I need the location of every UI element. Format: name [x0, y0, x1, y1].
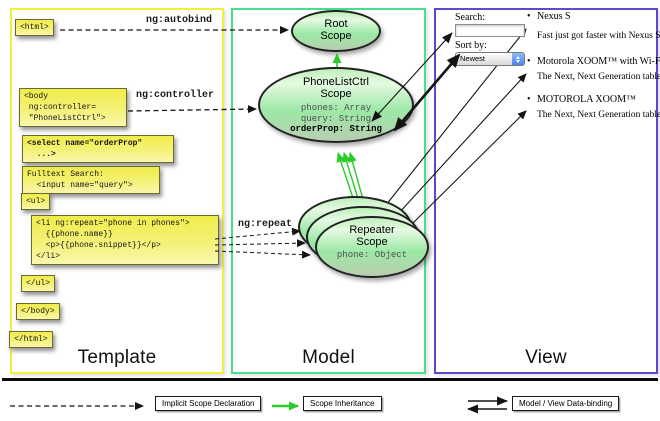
- code-box-html-open: <html>: [15, 19, 54, 36]
- stepper-down-icon: [516, 59, 520, 63]
- phonelistctrl-title-line1: PhoneListCtrl: [302, 76, 370, 88]
- repeater-title-line2: Scope: [356, 236, 388, 248]
- code-box-html-close: </html>: [9, 331, 53, 348]
- stepper-up-icon: [516, 55, 520, 59]
- code-line: "PhoneListCtrl">: [24, 114, 106, 123]
- bullet-icon: •: [527, 56, 531, 67]
- code-line: <body: [24, 92, 49, 101]
- sort-dropdown[interactable]: Newest: [455, 52, 525, 66]
- ng-controller-label: ng:controller: [136, 90, 215, 101]
- bullet-icon: •: [527, 94, 531, 105]
- code-line: <ul>: [26, 197, 46, 206]
- legend-implicit-scope-box: Implicit Scope Declaration: [155, 396, 262, 411]
- code-line: <select name="orderProp": [27, 139, 143, 148]
- legend-model-view-binding-box: Model / View Data-binding: [512, 396, 620, 411]
- phonelistctrl-prop-orderprop: orderProp: String: [290, 124, 382, 134]
- code-line: <html>: [20, 23, 49, 32]
- model-column: Model: [231, 8, 426, 374]
- template-column-label: Template: [77, 347, 157, 368]
- repeater-title-line1: Repeater: [349, 224, 395, 236]
- code-line: </li>: [36, 252, 61, 261]
- repeater-prop-phone: phone: Object: [336, 250, 408, 260]
- search-input[interactable]: [455, 24, 525, 37]
- code-box-ul-open: <ul>: [21, 193, 51, 210]
- code-box-body-open: <body ng:controller= "PhoneListCtrl">: [19, 88, 127, 127]
- code-box-body-close: </body>: [16, 303, 60, 320]
- code-line: </html>: [14, 335, 48, 344]
- phone-item-snippet: The Next, Next Generation tablet.: [537, 110, 660, 120]
- root-scope-ellipse: Root Scope: [291, 10, 381, 52]
- root-scope-title-line2: Scope: [320, 30, 352, 42]
- model-column-label: Model: [302, 347, 355, 368]
- phone-item-name: Motorola XOOM™ with Wi-Fi: [537, 56, 660, 67]
- code-box-li-repeat: <li ng:repeat="phone in phones"> {{phone…: [31, 215, 219, 265]
- code-line: {{phone.name}}: [36, 230, 113, 239]
- code-line: <input name="query">: [27, 181, 133, 190]
- phone-item-snippet: The Next, Next Generation tablet.: [537, 72, 660, 82]
- code-line: <p>{{phone.snippet}}</p>: [36, 241, 161, 250]
- code-line: <li ng:repeat="phone in phones">: [36, 219, 190, 228]
- root-scope-title-line1: Root: [324, 18, 348, 30]
- ng-autobind-label: ng:autobind: [146, 15, 213, 26]
- repeater-scope-ellipse-front: Repeater Scope phone: Object: [315, 216, 429, 278]
- sort-dropdown-stepper-icon: [512, 53, 524, 65]
- code-box-ul-close: </ul>: [21, 275, 56, 292]
- code-line: Fulltext Search:: [27, 170, 104, 179]
- phone-item-name: Nexus S: [537, 11, 571, 22]
- view-column-label: View: [525, 347, 567, 368]
- code-line: </body>: [21, 307, 55, 316]
- code-line: ...>: [27, 150, 56, 159]
- legend-scope-inheritance-box: Scope Inheritance: [303, 396, 382, 411]
- phonelistctrl-title-line2: Scope: [320, 88, 352, 100]
- phone-item-snippet: Fast just got faster with Nexus S.: [537, 31, 660, 41]
- legend-separator-line: [2, 378, 658, 381]
- phonelistctrl-prop-query: query: String: [300, 113, 372, 124]
- phonelistctrl-prop-phones: phones: Array: [300, 103, 372, 113]
- sort-by-label: Sort by:: [455, 40, 487, 51]
- bullet-icon: •: [527, 11, 531, 22]
- code-line: ng:controller=: [24, 103, 97, 112]
- ng-repeat-label: ng:repeat: [238, 219, 293, 230]
- search-label: Search:: [455, 12, 485, 23]
- code-line: </ul>: [26, 279, 51, 288]
- phonelistctrl-scope-ellipse: PhoneListCtrl Scope phones: Array query:…: [258, 67, 414, 143]
- code-box-select-orderprop: <select name="orderProp" ...>: [22, 135, 174, 163]
- phone-item-name: MOTOROLA XOOM™: [537, 94, 636, 105]
- code-box-fulltext-search: Fulltext Search: <input name="query">: [22, 166, 160, 194]
- sort-dropdown-value: Newest: [460, 54, 486, 63]
